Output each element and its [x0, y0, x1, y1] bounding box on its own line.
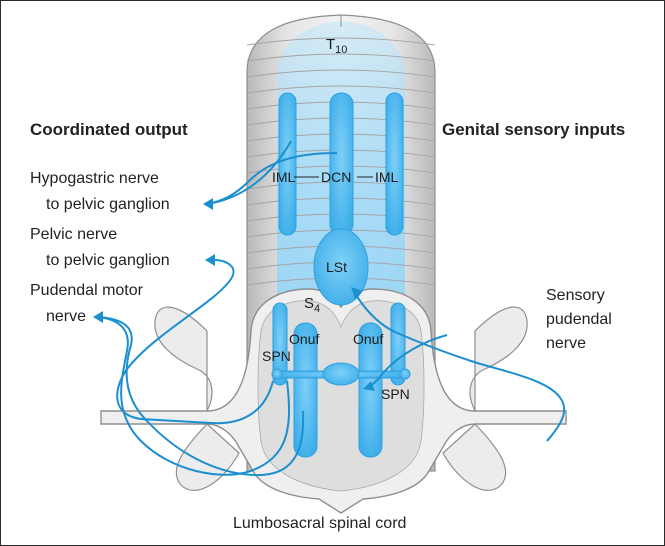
sensory-pudendal-nerve-label: Sensory pudendal nerve [546, 287, 616, 352]
hypogastric-nerve-label: Hypogastric nerve to pelvic ganglion [30, 170, 170, 213]
iml-left-label: IML [272, 169, 296, 185]
onuf-right-label: Onuf [353, 331, 383, 347]
spn-right-node [400, 369, 410, 379]
pudendal-motor-nerve-label: Pudendal motor nerve [30, 282, 147, 325]
spn-right-label: SPN [381, 386, 410, 402]
sacral-cross-section [101, 289, 566, 513]
pelvic-arrowhead [205, 254, 215, 266]
pudendal-motor-arrowhead [93, 311, 103, 323]
iml-right-label: IML [375, 169, 399, 185]
spn-left-node [272, 369, 282, 379]
figure-caption: Lumbosacral spinal cord [233, 515, 406, 532]
coordinated-output-heading: Coordinated output [30, 120, 188, 139]
iml-right-column [386, 93, 403, 235]
central-nucleus [323, 363, 359, 385]
lst-label: LSt [326, 259, 347, 275]
spn-left-label: SPN [262, 348, 291, 364]
hypogastric-arrowhead [203, 198, 213, 210]
dcn-label: DCN [321, 169, 351, 185]
genital-sensory-inputs-heading: Genital sensory inputs [442, 120, 625, 139]
pelvic-nerve-label: Pelvic nerve to pelvic ganglion [30, 226, 170, 269]
dcn-column [330, 93, 353, 235]
iml-left-column [279, 93, 296, 235]
onuf-left-label: Onuf [289, 331, 319, 347]
